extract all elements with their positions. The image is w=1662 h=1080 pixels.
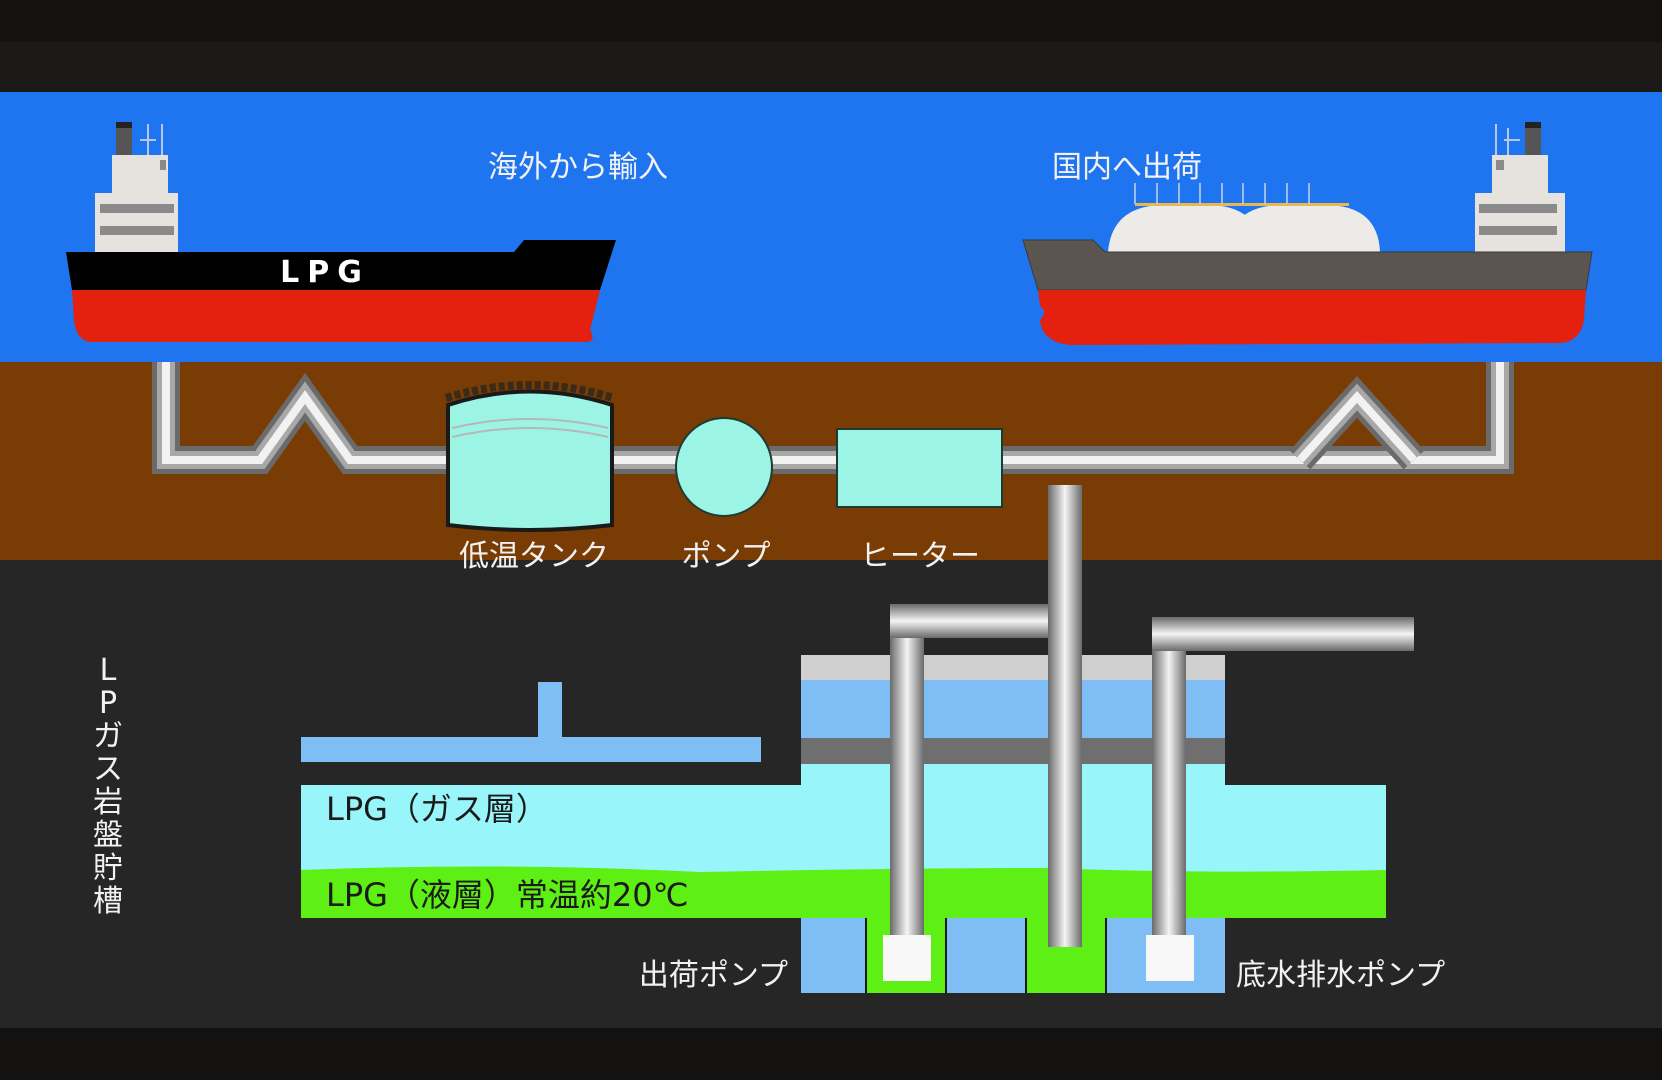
surface-pipeline xyxy=(152,362,1514,474)
deck-rail xyxy=(1135,203,1349,206)
shipping-pump-label: 出荷ポンプ xyxy=(639,958,788,993)
vertical-title-char: 岩 xyxy=(93,785,123,820)
spherical-tank-2 xyxy=(1226,205,1380,252)
heater-label: ヒーター xyxy=(860,539,980,574)
hull-black xyxy=(66,240,616,290)
bridge-upper xyxy=(112,155,168,193)
hull-red xyxy=(72,290,600,342)
bridge-windows xyxy=(1479,204,1557,235)
shipping-pump xyxy=(883,935,931,981)
drain-pump-pipe xyxy=(1152,617,1186,957)
gas-layer-label: LPG（ガス層） xyxy=(326,790,548,828)
drain-pump xyxy=(1146,935,1194,981)
vertical-title-char: 貯 xyxy=(93,851,123,886)
water-curtain-gallery xyxy=(301,737,761,762)
central-pipe xyxy=(1048,485,1082,947)
drain-pump-label: 底水排水ポンプ xyxy=(1236,958,1445,993)
low-temperature-tank xyxy=(444,381,616,532)
liquid-layer-label: LPG（液層）常温約20℃ xyxy=(326,876,689,914)
top-dark-band xyxy=(0,42,1662,92)
shipping-pump-pipe xyxy=(890,604,924,954)
hull-lpg-text: LPG xyxy=(280,255,370,290)
bridge-windows xyxy=(100,204,174,235)
export-label: 国内へ出荷 xyxy=(1052,150,1202,185)
vertical-title-char: 槽 xyxy=(93,884,123,919)
import-label: 海外から輸入 xyxy=(488,150,668,185)
liquid-layer xyxy=(301,866,1386,918)
vertical-title-char: ガ xyxy=(93,719,123,754)
bottom-letterbox xyxy=(0,1028,1662,1080)
vertical-title-char: L xyxy=(100,653,117,688)
funnel xyxy=(116,122,132,156)
vertical-title-char: ス xyxy=(93,752,123,787)
top-letterbox xyxy=(0,0,1662,42)
low-temp-tank-label: 低温タンク xyxy=(459,539,609,574)
import-tanker-ship: LPG xyxy=(66,122,616,342)
underground-pipes xyxy=(883,485,1414,981)
bridge-lower xyxy=(1475,193,1565,253)
spherical-tank-1 xyxy=(1108,205,1262,252)
vertical-title-char: 盤 xyxy=(93,818,123,853)
vertical-title-char: P xyxy=(99,686,117,721)
funnel xyxy=(1525,122,1541,156)
pump-label: ポンプ xyxy=(681,539,770,574)
hull-red xyxy=(1038,290,1586,345)
heater-box xyxy=(836,428,1003,508)
bridge-lower xyxy=(95,193,178,253)
export-lpg-carrier-ship xyxy=(1022,122,1593,345)
pump-circle xyxy=(675,417,773,517)
water-curtain-shaft xyxy=(538,682,562,738)
